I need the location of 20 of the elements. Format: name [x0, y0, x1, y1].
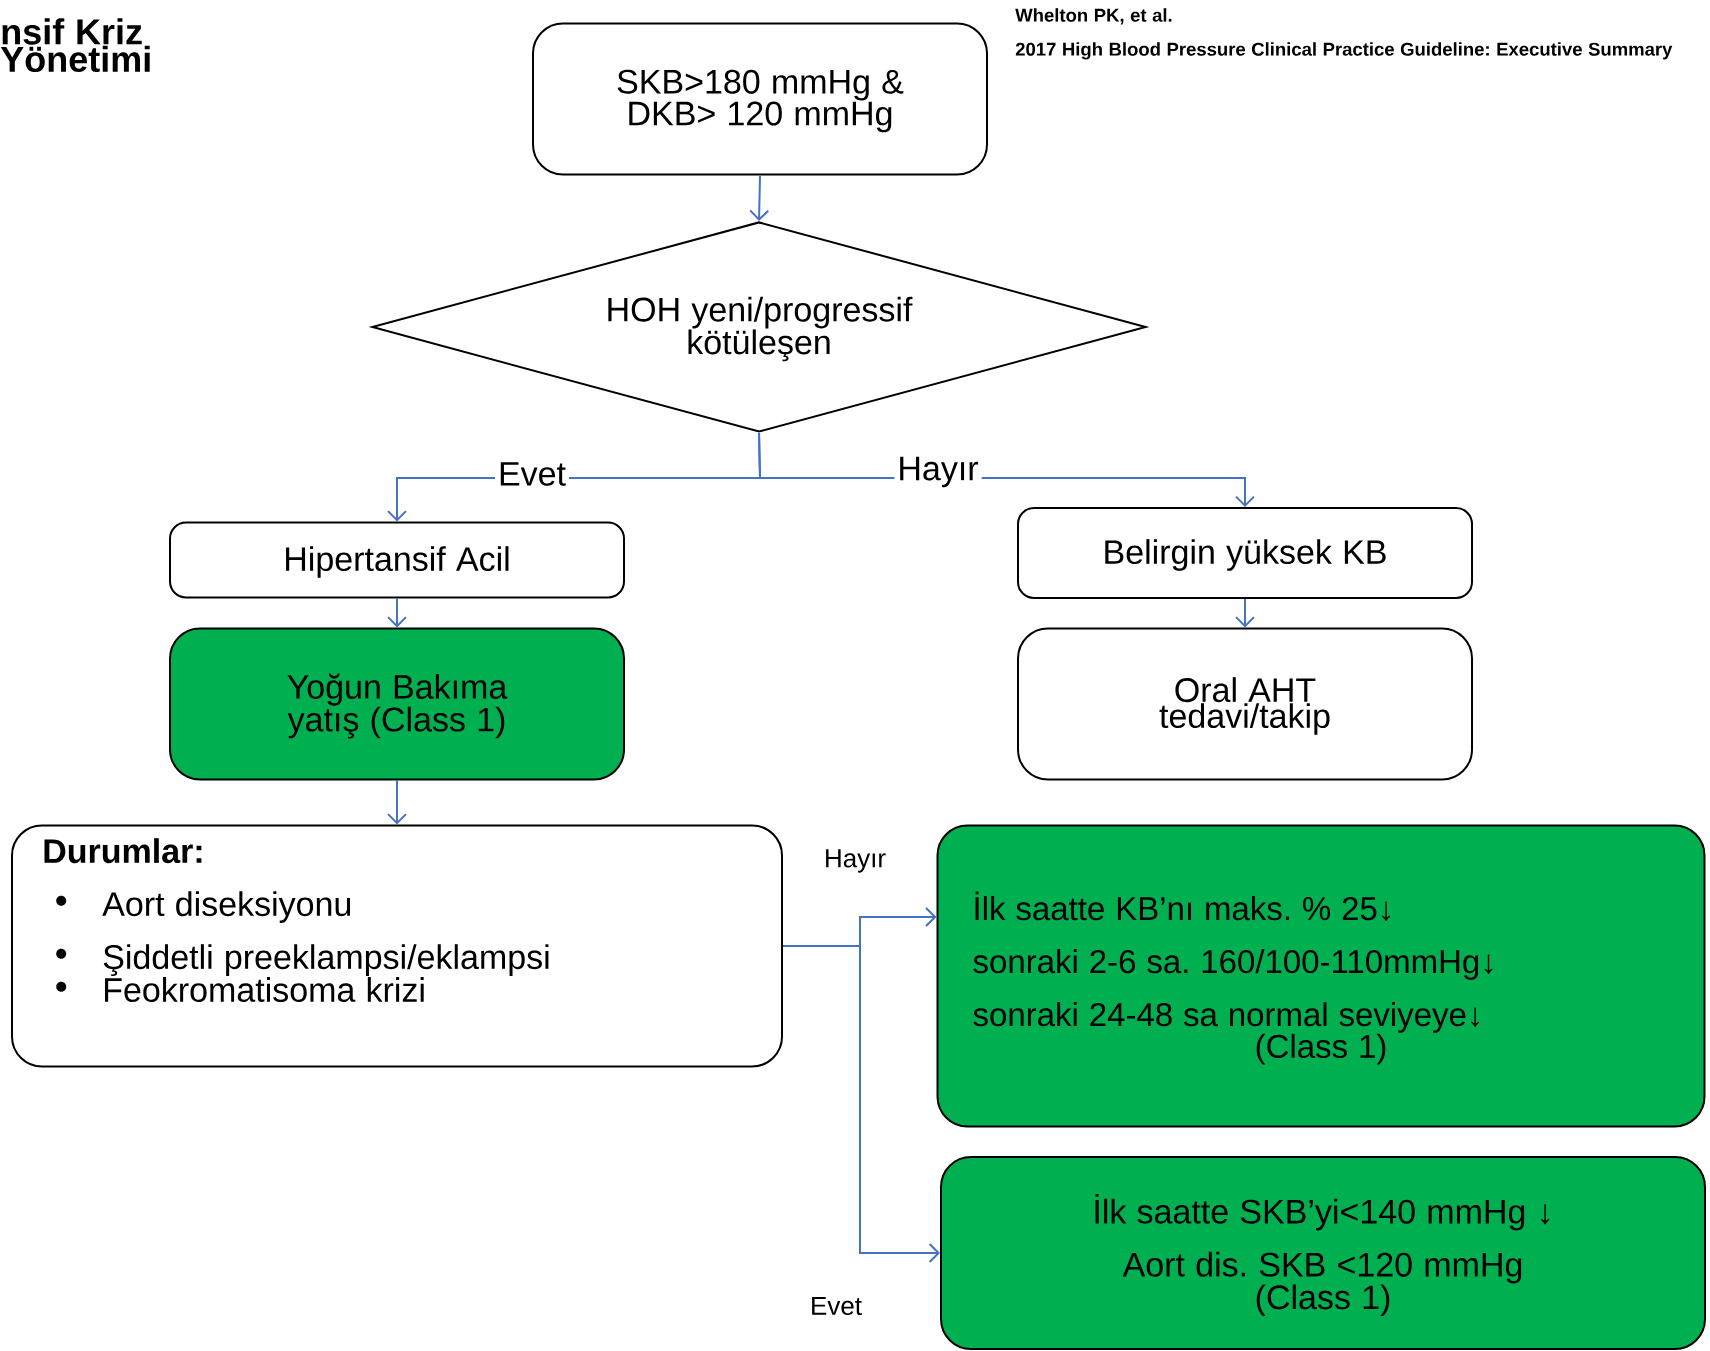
- edge-label: Hayır: [820, 846, 890, 876]
- arrow: [387, 597, 407, 628]
- process-box: Yoğun Bakıma yatış (Class 1): [169, 627, 625, 781]
- edge-label: Evet: [495, 459, 570, 489]
- arrow: [749, 174, 770, 221]
- process-box: Durumlar: Aort diseksiyonu Şiddetli preeklampsi/eklampsi Feokromatisoma krizi: [11, 824, 783, 1068]
- arrow: [1235, 598, 1255, 628]
- process-box: İlk saatte KB’nı maks. % 25↓ sonraki 2-6 sa. 160/100-110mmHg↓ sonraki 24-48 sa normal seviyeye↓ (Class 1): [936, 824, 1706, 1128]
- process-box: SKB>180 mmHg & DKB> 120 mmHg: [532, 22, 988, 176]
- edge-label: Hayır: [894, 453, 982, 491]
- citation: Whelton PK, et al.: [1015, 8, 1172, 25]
- arrow: [387, 779, 407, 825]
- arrow: [782, 945, 940, 1263]
- process-box: Belirgin yüksek KB: [1017, 507, 1473, 599]
- edge-label: Evet: [807, 1293, 866, 1319]
- process-box: Oral AHT tedavi/takip: [1017, 627, 1473, 781]
- citation: 2017 High Blood Pressure Clinical Practice Guideline: Executive Summary: [1015, 42, 1673, 60]
- process-box: Hipertansif Acil: [169, 521, 625, 599]
- process-box: İlk saatte SKB’yi<140 mmHg ↓ Aort dis. SKB <120 mmHg (Class 1): [940, 1156, 1706, 1350]
- title: nsif Kriz Yönetimi: [0, 18, 150, 73]
